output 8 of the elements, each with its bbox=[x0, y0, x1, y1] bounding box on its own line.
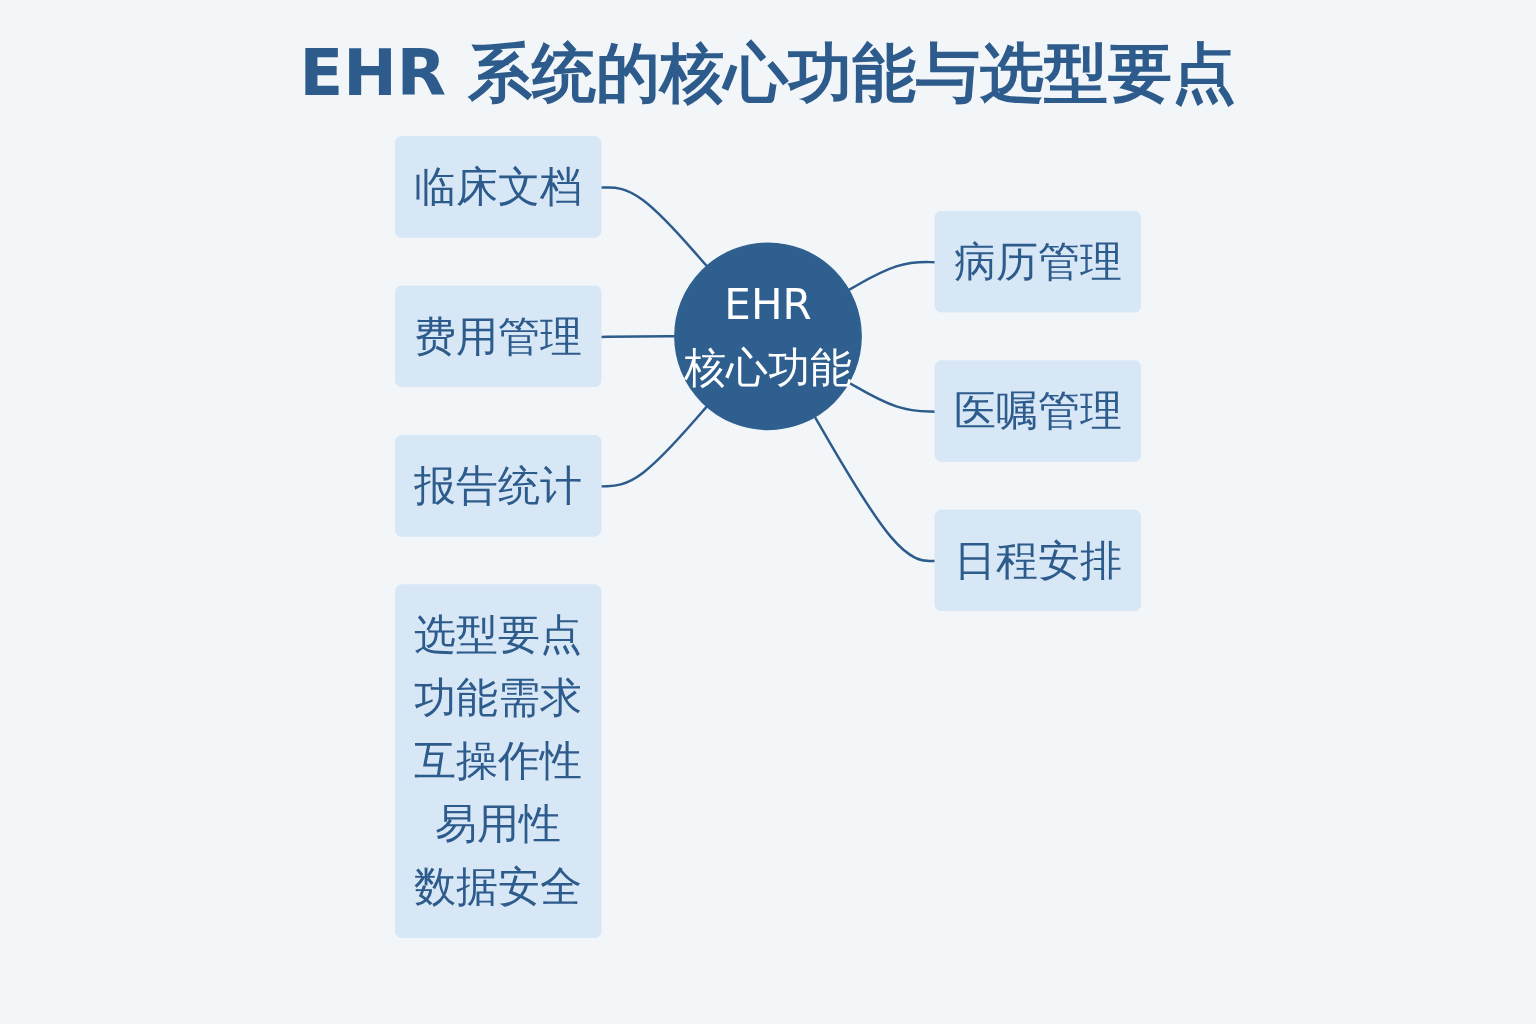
connector bbox=[813, 416, 936, 563]
connector bbox=[601, 335, 675, 339]
connector bbox=[848, 381, 936, 413]
connector bbox=[601, 186, 708, 267]
connector bbox=[601, 405, 708, 488]
title: EHR 系统的核心功能与选型要点 bbox=[298, 35, 1238, 112]
connector bbox=[848, 260, 936, 291]
node-circle: EHR 核心功能 bbox=[674, 242, 862, 431]
